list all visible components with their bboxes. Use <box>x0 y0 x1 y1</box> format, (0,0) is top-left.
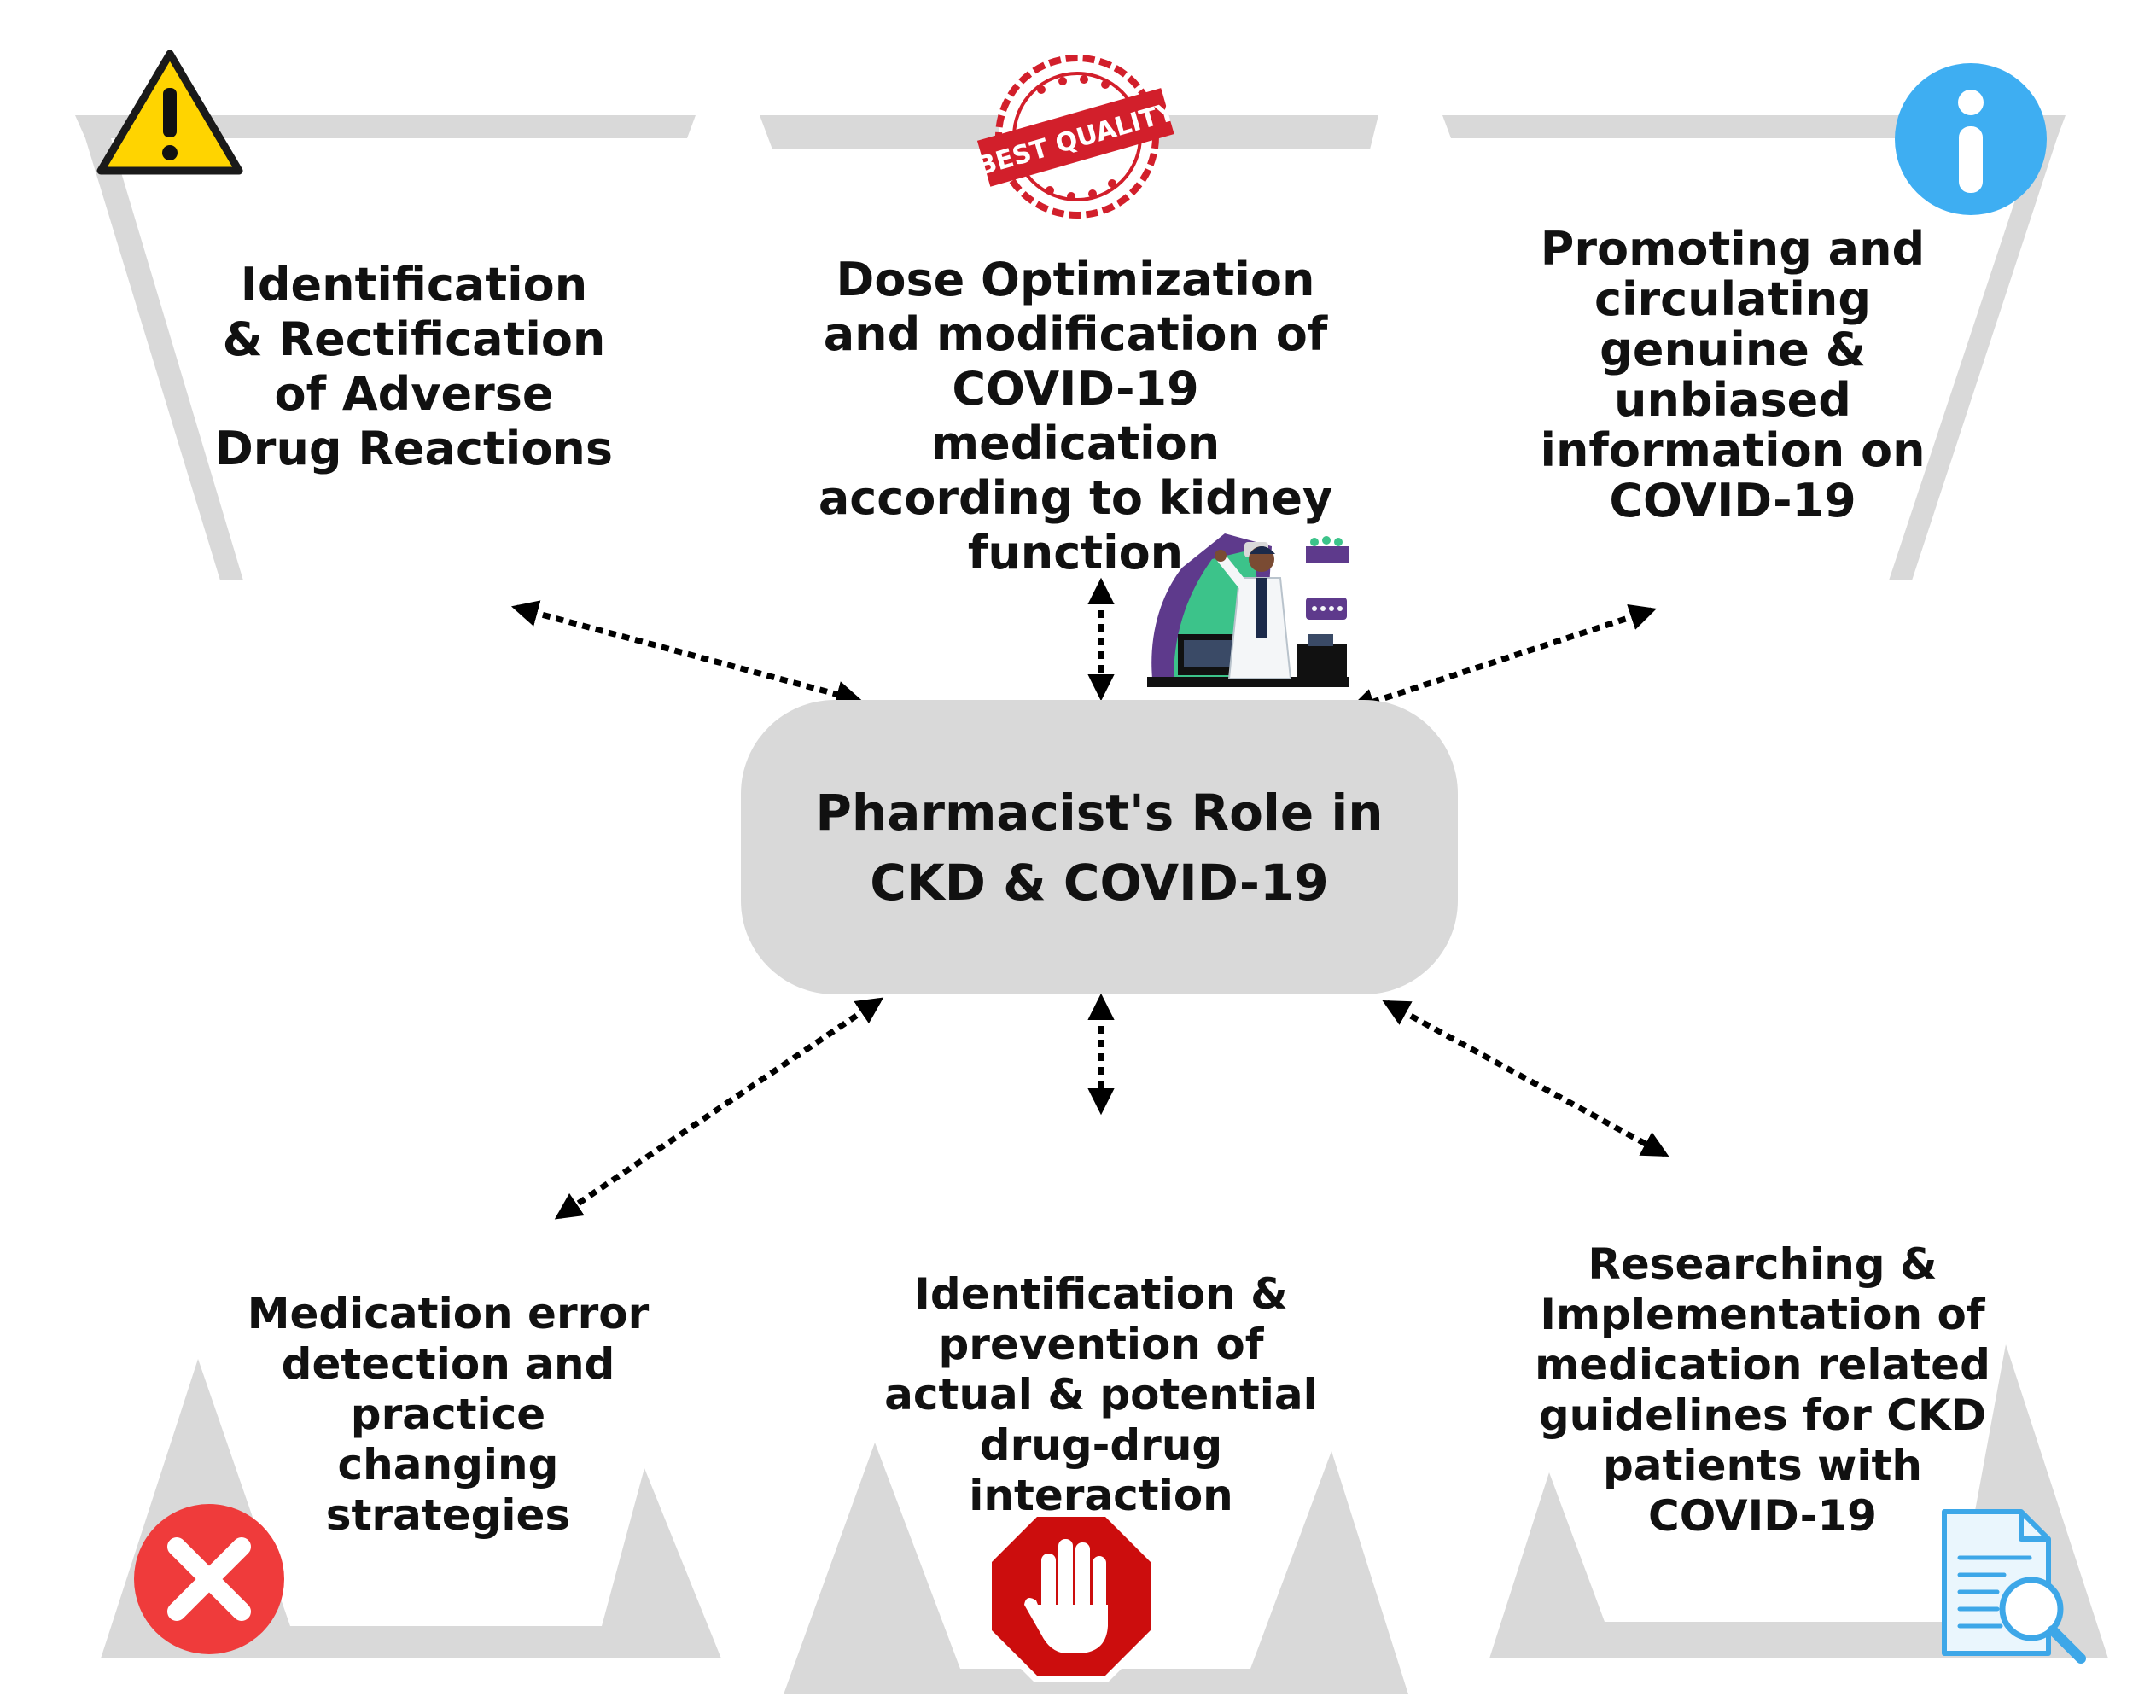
role-drug-interaction: Identification & prevention of actual & … <box>884 1269 1318 1520</box>
warning-icon <box>96 50 243 175</box>
role-information: Promoting and circulating genuine & unbi… <box>1540 222 1926 528</box>
best-quality-stamp-icon: BEST QUALITY <box>974 55 1178 219</box>
bottom-center-frame <box>784 1443 1408 1694</box>
arrow-bottom-right <box>1382 1000 1669 1157</box>
top-left-frame <box>75 115 696 580</box>
stop-hand-icon <box>985 1510 1157 1682</box>
pharmacist-illustration <box>1147 533 1349 687</box>
role-adverse-drug-reactions: Identification & Rectification of Advers… <box>214 258 613 475</box>
arrow-top-right <box>1348 603 1657 715</box>
arrow-bottom-left <box>554 997 884 1220</box>
info-icon <box>1895 63 2047 215</box>
arrow-top-left <box>510 600 864 708</box>
role-guidelines: Researching & Implementation of medicati… <box>1535 1239 1990 1541</box>
role-medication-error: Medication error detection and practice … <box>247 1289 650 1540</box>
document-search-icon <box>1942 1509 2086 1664</box>
role-dose-optimization: Dose Optimization and modification of CO… <box>818 253 1333 580</box>
central-hub: Pharmacist's Role in CKD & COVID-19 <box>741 700 1458 994</box>
error-x-icon <box>134 1504 284 1654</box>
central-hub-title: Pharmacist's Role in CKD & COVID-19 <box>815 783 1384 912</box>
